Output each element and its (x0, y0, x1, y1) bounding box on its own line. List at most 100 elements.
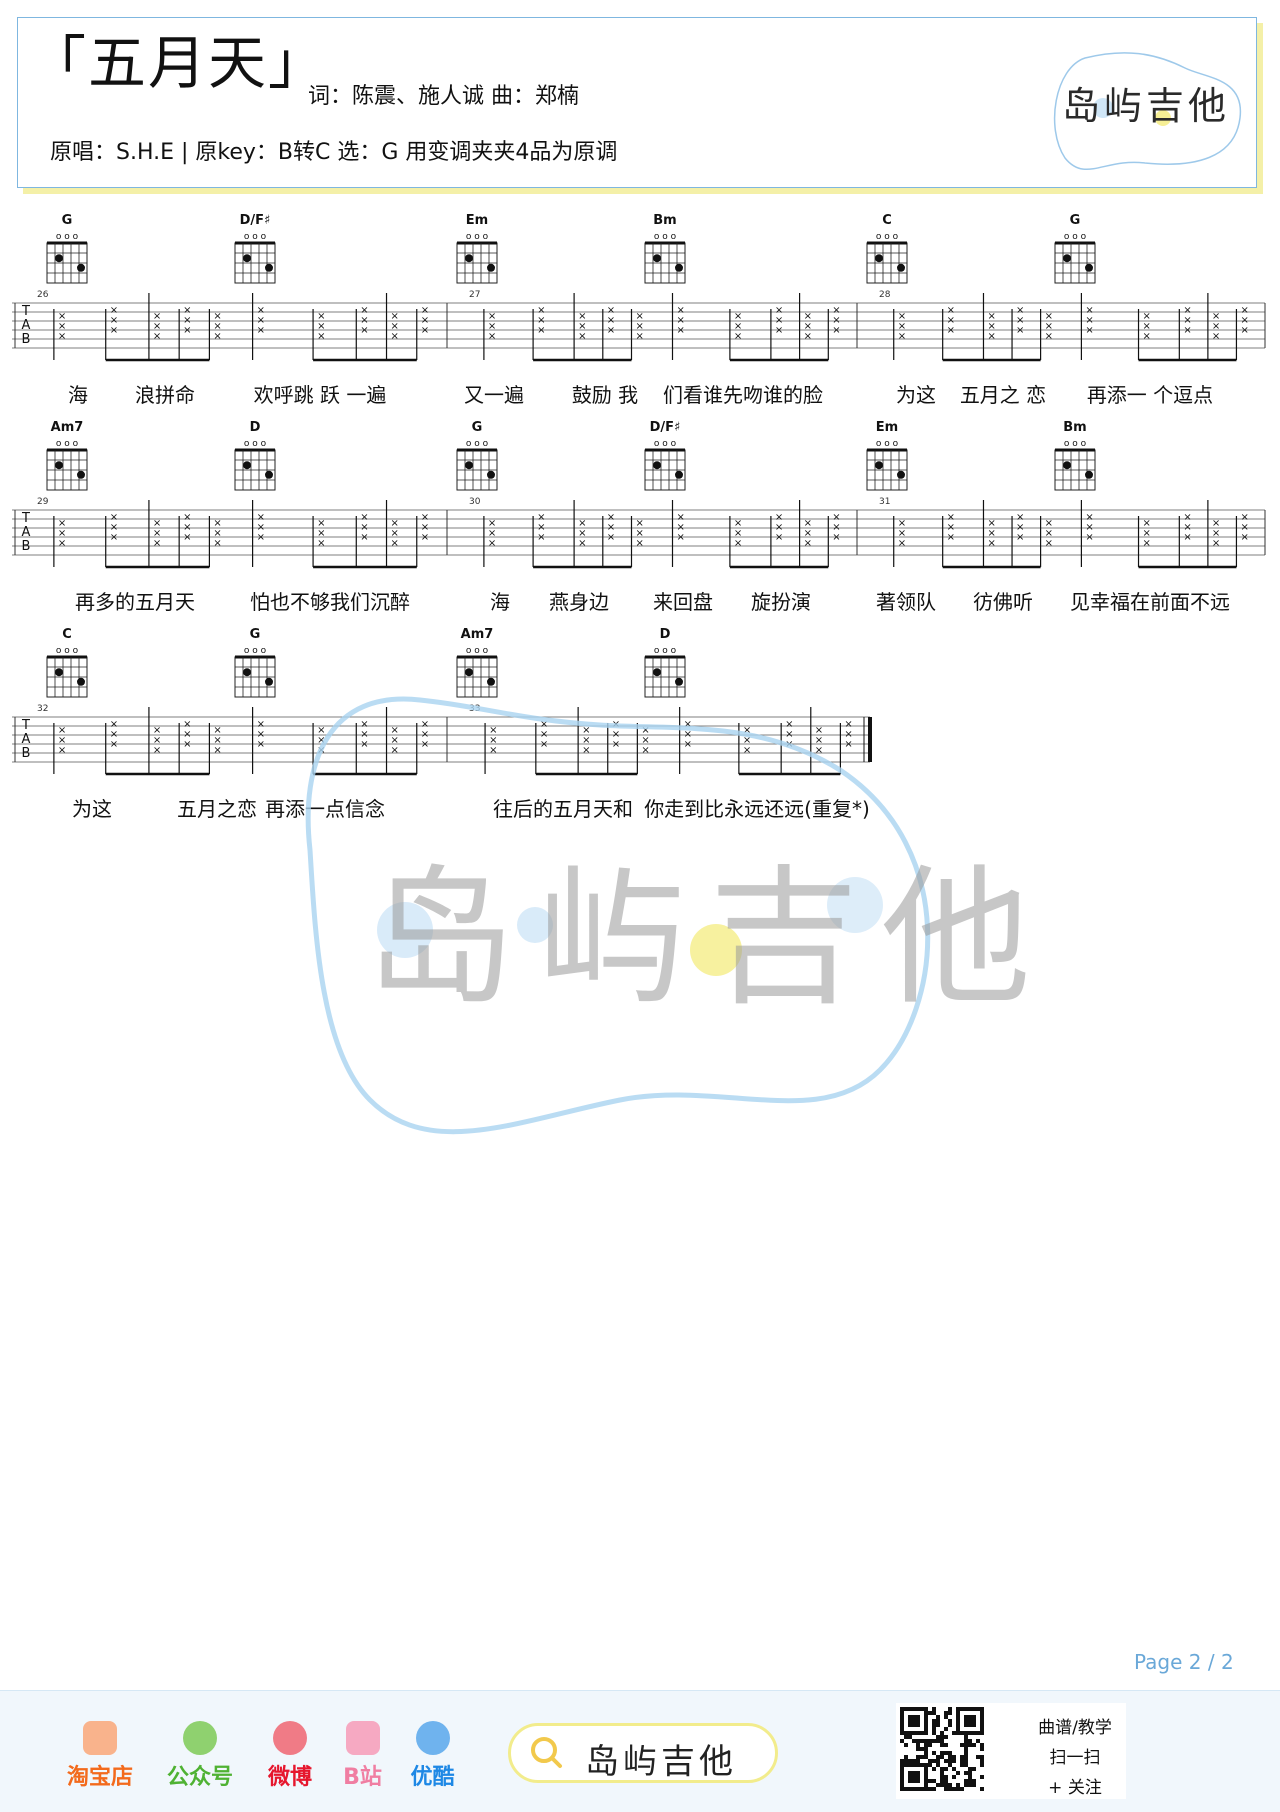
strum-x: × (1240, 532, 1248, 543)
chord-dot (465, 461, 473, 470)
strum-x: × (947, 315, 955, 326)
strum-x: × (677, 522, 685, 533)
strum-x: × (607, 512, 615, 523)
lyric-text: 来回盘 (653, 590, 713, 614)
strum-x: × (153, 311, 161, 322)
strum-x: × (257, 522, 265, 533)
strum-x: × (607, 522, 615, 533)
strum-x: × (832, 305, 840, 316)
strum-x: × (677, 315, 685, 326)
strum-x: × (775, 305, 783, 316)
strum-x: × (257, 305, 265, 316)
lyric-text: 鼓励 我 (572, 383, 638, 407)
chord-dot (1063, 254, 1071, 263)
strum-x: × (1085, 315, 1093, 326)
strum-x: × (110, 325, 118, 336)
bilibili-link[interactable]: B站 (335, 1721, 390, 1791)
strum-x: × (578, 528, 586, 539)
strum-x: × (1143, 528, 1151, 539)
strum-x: × (832, 522, 840, 533)
lyric-text: 海 (68, 383, 88, 407)
strum-x: × (1016, 305, 1024, 316)
strum-x: × (987, 538, 995, 549)
strum-x: × (636, 538, 644, 549)
strum-x: × (110, 305, 118, 316)
strum-x: × (58, 321, 66, 332)
chord-name: D (250, 420, 261, 435)
strum-x: × (607, 315, 615, 326)
chord-dot (243, 254, 251, 263)
strum-x: × (804, 311, 812, 322)
strum-x: × (1183, 522, 1191, 533)
qr-caption: 曲谱/教学 扫一扫 + 关注 (1025, 1713, 1125, 1803)
lyric-text: 再添一点信念 (265, 797, 385, 821)
chord-dot (55, 254, 63, 263)
wechat-icon (183, 1721, 217, 1755)
strum-x: × (1045, 311, 1053, 322)
strum-x: × (421, 315, 429, 326)
chord-name: Em (466, 213, 488, 228)
strum-x: × (775, 522, 783, 533)
wechat-link[interactable]: 公众号 (160, 1721, 240, 1791)
strum-x: × (183, 522, 191, 533)
tab-letter: A (22, 732, 31, 747)
bilibili-label: B站 (343, 1765, 382, 1790)
watermark-text: 岛屿吉他 (365, 852, 1053, 1026)
strum-x: × (582, 745, 590, 756)
strum-x: × (360, 512, 368, 523)
strum-x: × (898, 321, 906, 332)
strum-x: × (832, 325, 840, 336)
lyric-text: 燕身边 (549, 590, 609, 614)
strum-x: × (636, 518, 644, 529)
strum-x: × (636, 311, 644, 322)
tab-letter: T (21, 511, 30, 526)
chord-open-strings: o o o (1064, 439, 1087, 449)
song-key-info: 原唱：S.H.E | 原key：B转C 选：G 用变调夹夹4品为原调 (50, 140, 618, 165)
strum-x: × (317, 745, 325, 756)
strum-x: × (1016, 532, 1024, 543)
chord-dot (1085, 470, 1093, 479)
tab-letter: B (22, 539, 31, 554)
tab-letter: B (22, 332, 31, 347)
strum-x: × (987, 528, 995, 539)
strum-x: × (183, 315, 191, 326)
strum-x: × (734, 538, 742, 549)
strum-x: × (317, 538, 325, 549)
strum-x: × (1016, 325, 1024, 336)
qr-code[interactable] (900, 1707, 984, 1791)
strum-x: × (421, 532, 429, 543)
strum-x: × (488, 528, 496, 539)
strum-x: × (804, 528, 812, 539)
strum-x: × (1212, 538, 1220, 549)
taobao-link[interactable]: 淘宝店 (60, 1721, 140, 1791)
strum-x: × (257, 532, 265, 543)
strum-x: × (734, 528, 742, 539)
chord-name: Bm (653, 213, 676, 228)
weibo-link[interactable]: 微博 (255, 1721, 325, 1791)
strum-x: × (1085, 522, 1093, 533)
strum-x: × (1045, 321, 1053, 332)
strum-x: × (421, 305, 429, 316)
strum-x: × (213, 321, 221, 332)
strum-x: × (421, 522, 429, 533)
youku-link[interactable]: 优酷 (400, 1721, 465, 1791)
strum-x: × (317, 311, 325, 322)
strum-x: × (832, 532, 840, 543)
measure-number: 31 (879, 497, 890, 507)
measure-number: 29 (37, 497, 49, 507)
chord-dot (653, 254, 661, 263)
search-box[interactable]: 岛屿吉他 (508, 1723, 778, 1783)
strum-x: × (257, 315, 265, 326)
strum-x: × (488, 321, 496, 332)
strum-x: × (213, 538, 221, 549)
strum-x: × (1183, 315, 1191, 326)
strum-x: × (987, 321, 995, 332)
strum-x: × (1143, 321, 1151, 332)
page-number: Page 2 / 2 (1134, 1650, 1234, 1674)
strum-x: × (153, 725, 161, 736)
strum-x: × (537, 325, 545, 336)
search-text: 岛屿吉他 (585, 1742, 737, 1782)
strum-x: × (607, 532, 615, 543)
strum-x: × (213, 528, 221, 539)
chord-name: C (62, 627, 72, 642)
